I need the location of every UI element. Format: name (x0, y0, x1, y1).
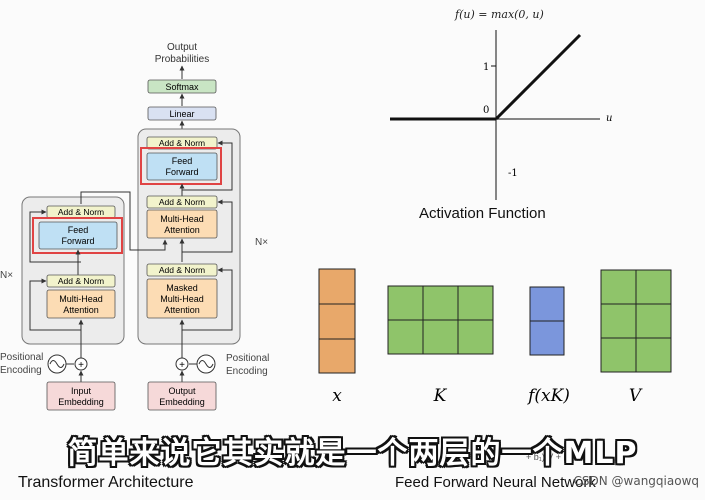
encoder-stack (21, 196, 125, 345)
ffn-bias-fragment: + b₁) V + b (526, 452, 569, 462)
matrix-fxk-label: f(xK) (526, 386, 570, 406)
svg-text:+: + (78, 360, 84, 371)
transformer-diagram: Output Probabilities Softmax Linear N× A… (0, 42, 269, 491)
activation-tick-0: 0 (483, 105, 489, 116)
decoder-add-norm-2 (146, 195, 218, 209)
decoder-feed-forward (146, 152, 218, 181)
svg-text:Attention: Attention (164, 225, 200, 235)
activation-formula: f(u) = max(0, u) (454, 8, 544, 21)
matrix-fxk (529, 286, 565, 356)
encoder-add-circle (74, 357, 88, 371)
svg-text:Encoding: Encoding (226, 366, 268, 377)
encoder-multi-head-attention (46, 289, 116, 319)
svg-text:Encoding: Encoding (0, 365, 42, 376)
svg-text:Forward: Forward (61, 236, 94, 246)
watermark: CSDN @wangqiaowq (573, 474, 700, 488)
output-probabilities-label: Output (167, 42, 197, 53)
svg-text:Input: Input (71, 386, 92, 396)
linear-block (147, 106, 217, 121)
decoder-nx-label: N× (255, 237, 268, 248)
svg-text:Output: Output (168, 386, 196, 396)
matrix-v-label: V (629, 386, 643, 406)
subtitle-caption: 简单来说它其实就是一个两层的一个MLP (67, 436, 638, 471)
decoder-add-norm-1 (146, 263, 218, 277)
ffn-matrices: x K f(xK) V + b₁) V + b Feed Forward Neu… (318, 268, 672, 491)
svg-text:Forward: Forward (165, 167, 198, 177)
svg-text:Softmax: Softmax (165, 82, 199, 92)
svg-text:Masked: Masked (166, 283, 198, 293)
ffn-title: Feed Forward Neural Network (395, 474, 596, 491)
decoder-add-circle (175, 357, 189, 371)
svg-text:Add & Norm: Add & Norm (159, 265, 205, 275)
activation-plot: f(u) = max(0, u) 1 0 -1 u Activation Fun… (390, 8, 612, 222)
svg-text:+: + (179, 360, 185, 371)
svg-text:Feed: Feed (172, 156, 193, 166)
decoder-positional-label: Positional (226, 353, 269, 364)
transformer-title: Transformer Architecture (18, 474, 194, 491)
decoder-masked-attention (146, 278, 218, 319)
decoder-multi-head-attention (146, 209, 218, 239)
svg-text:Embedding: Embedding (58, 397, 104, 407)
input-embedding-block (46, 381, 116, 411)
encoder-positional-label: Positional (0, 352, 43, 363)
encoder-feed-forward (38, 221, 118, 250)
output-embedding-block (147, 381, 217, 411)
svg-text:Probabilities: Probabilities (155, 54, 209, 65)
matrix-x-label: x (332, 386, 342, 406)
matrix-k-label: K (433, 386, 448, 406)
svg-text:Add & Norm: Add & Norm (159, 197, 205, 207)
svg-text:Embedding: Embedding (159, 397, 205, 407)
matrix-k (387, 285, 494, 355)
svg-text:Attention: Attention (164, 305, 200, 315)
svg-text:Multi-Head: Multi-Head (59, 294, 103, 304)
activation-tick-neg1: -1 (508, 168, 518, 179)
activation-x-label: u (606, 113, 612, 124)
matrix-v (600, 269, 672, 373)
svg-text:Add & Norm: Add & Norm (58, 276, 104, 286)
svg-text:Attention: Attention (63, 305, 99, 315)
encoder-add-norm-1 (46, 274, 116, 288)
svg-text:Multi-Head: Multi-Head (160, 294, 204, 304)
svg-text:Linear: Linear (169, 109, 194, 119)
activation-relu-line (494, 33, 582, 121)
svg-text:Add & Norm: Add & Norm (159, 138, 205, 148)
encoder-nx-label: N× (0, 270, 13, 281)
softmax-block (147, 79, 217, 94)
svg-text:Add & Norm: Add & Norm (58, 207, 104, 217)
svg-text:Multi-Head: Multi-Head (160, 214, 204, 224)
matrix-x (318, 268, 356, 374)
activation-tick-1: 1 (483, 62, 489, 73)
svg-text:Feed: Feed (68, 225, 89, 235)
activation-title: Activation Function (419, 205, 546, 222)
